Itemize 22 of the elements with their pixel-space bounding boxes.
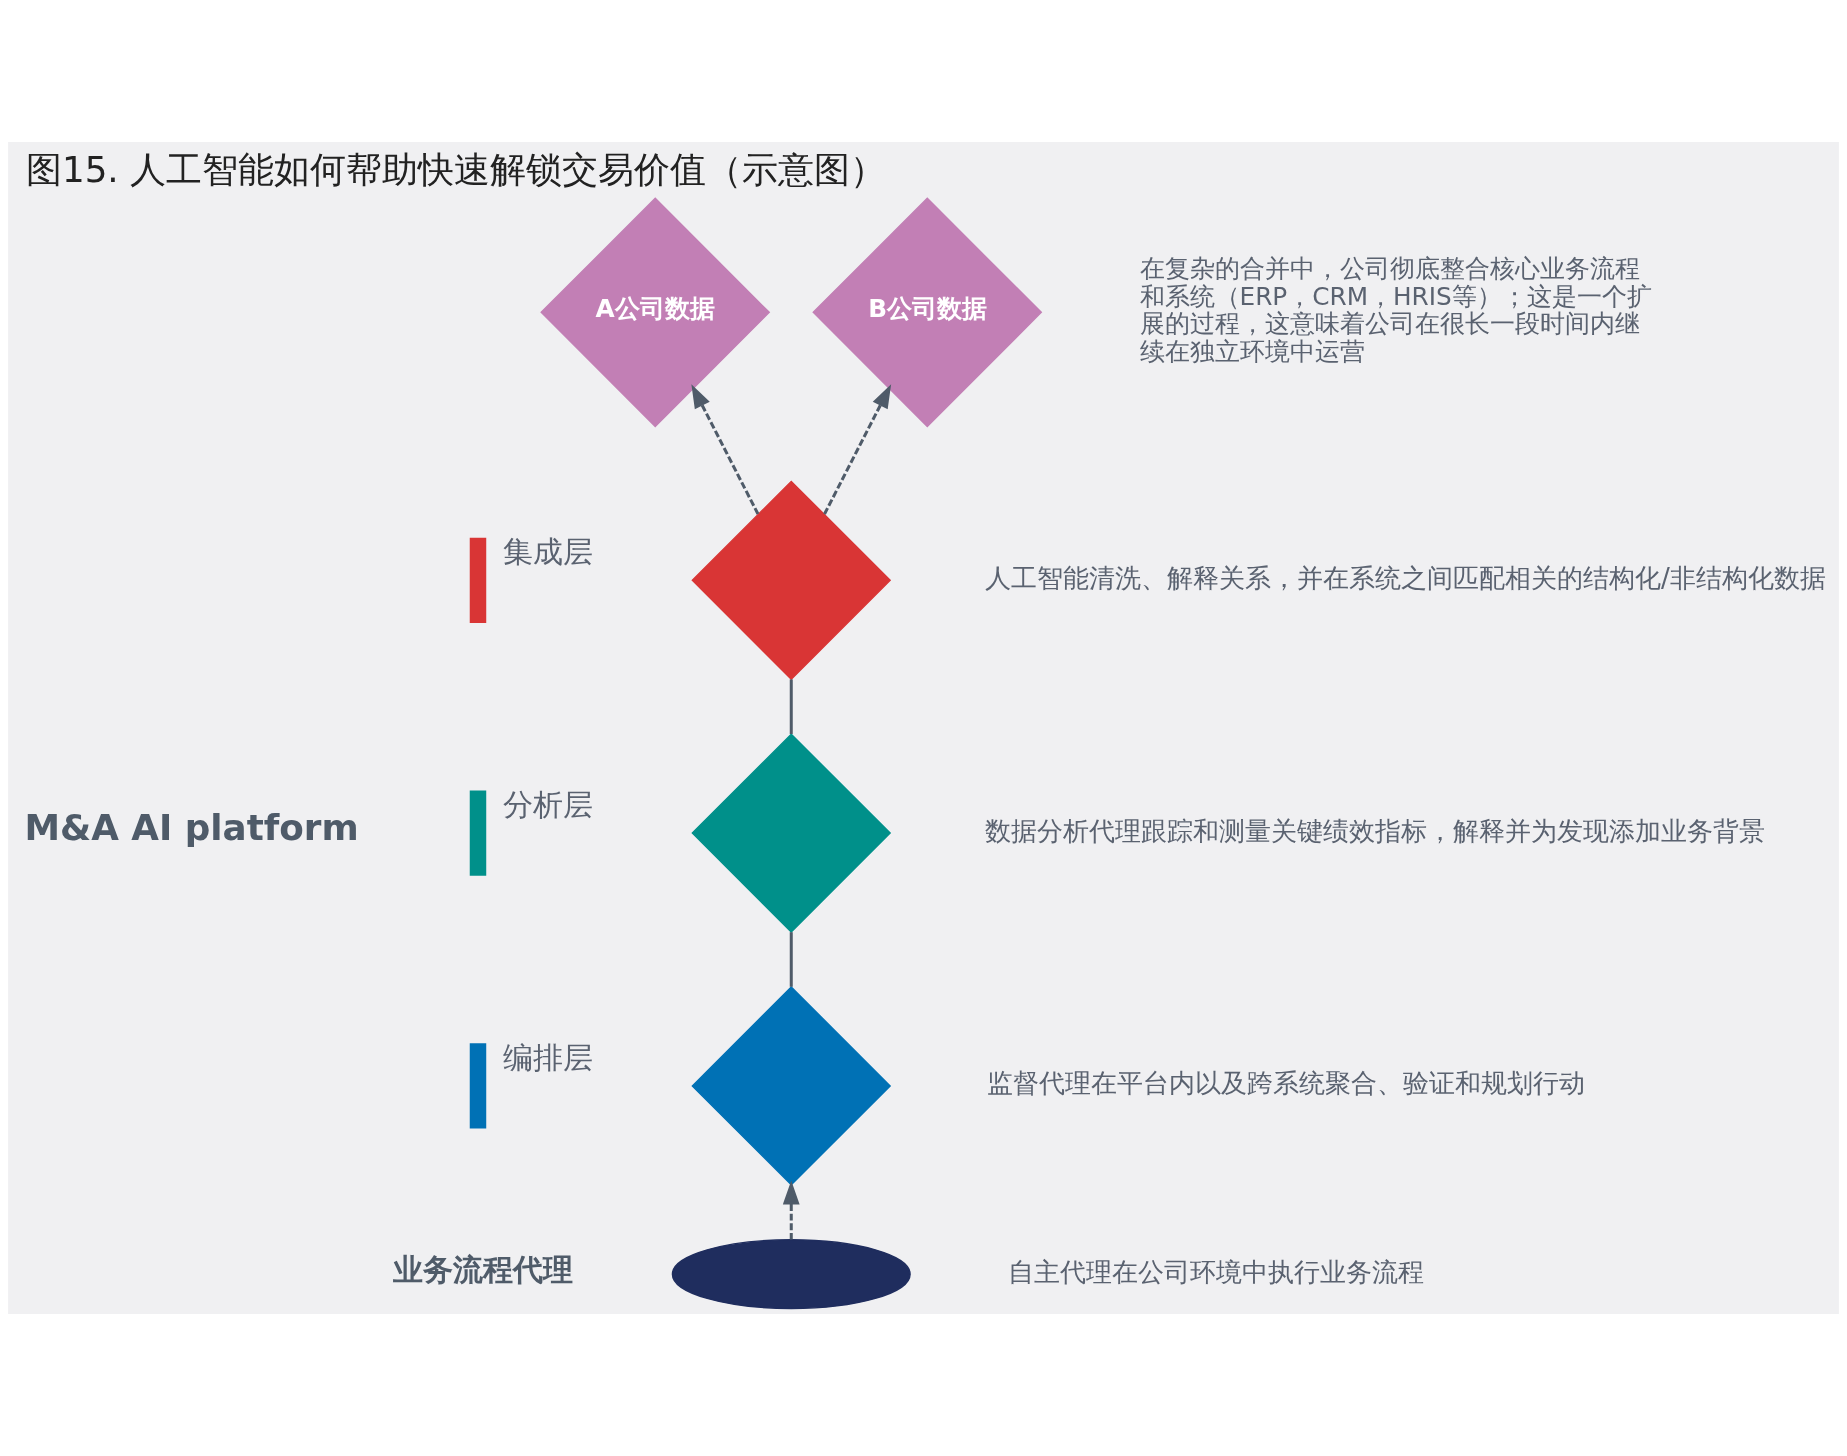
diagram-title: 图15. 人工智能如何帮助快速解锁交易价值（示意图）	[25, 148, 887, 190]
legend-label: 集成层	[502, 533, 593, 569]
node-diamond	[691, 733, 892, 933]
connector	[789, 932, 793, 987]
legend-label: 分析层	[502, 786, 593, 822]
node-label: 人工智能清洗、解释关系，并在系统之间匹配相关的结构化/非结构化数据	[985, 562, 1826, 593]
connector	[789, 679, 793, 734]
label: M&A AI platform	[24, 807, 359, 849]
node-diamond	[691, 986, 892, 1186]
node-label: 数据分析代理跟踪和测量关键绩效指标，解释并为发现添加业务背景	[985, 815, 1766, 846]
arrow	[782, 1180, 800, 1240]
arrow	[823, 384, 892, 515]
node-diamond: A公司数据	[540, 197, 771, 428]
node-label: 监督代理在平台内以及跨系统聚合、验证和规划行动	[986, 1068, 1585, 1099]
node-label: 业务流程代理	[393, 1252, 574, 1288]
node-label: 自主代理在公司环境中执行业务流程	[1007, 1256, 1424, 1287]
legend-label: 编排层	[502, 1039, 593, 1075]
node-diamond: B公司数据	[812, 197, 1043, 428]
node-ellipse	[671, 1239, 911, 1310]
node-diamond	[691, 480, 892, 681]
label: 在复杂的合并中，公司彻底整合核心业务流程和系统（ERP，CRM，HRIS等）；这是一个扩展的过程，这意味着公司在很长一段时间内继续在独立环境中运营	[1139, 254, 1652, 366]
arrow	[691, 384, 760, 515]
